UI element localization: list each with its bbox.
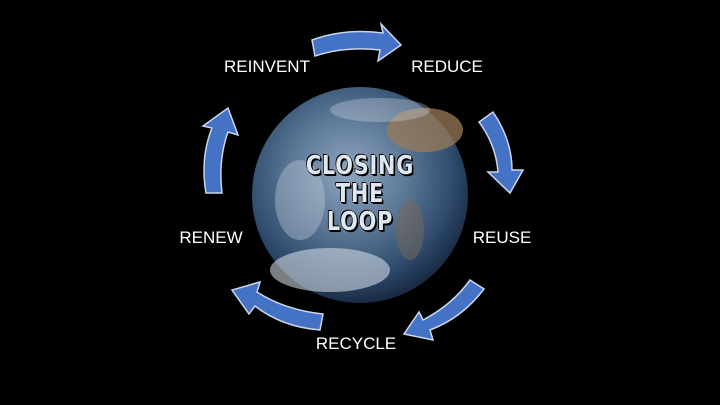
title-line: THE xyxy=(335,179,385,209)
arrow-reuse-to-recycle xyxy=(402,278,486,341)
label-reinvent: REINVENT xyxy=(224,57,310,76)
arrow-renew-to-reinvent xyxy=(201,106,240,194)
arrow-recycle-to-renew xyxy=(230,280,324,331)
closing-the-loop-title: CLOSING THE LOOP xyxy=(292,152,427,236)
title-line: LOOP xyxy=(326,207,394,237)
label-recycle: RECYCLE xyxy=(315,334,397,353)
label-renew: RENEW xyxy=(179,228,243,247)
arrow-reduce-to-reuse xyxy=(477,110,525,195)
arrow-reinvent-to-reduce xyxy=(311,21,403,63)
label-reuse: REUSE xyxy=(472,228,532,247)
label-reduce: REDUCE xyxy=(411,57,483,76)
title-line: CLOSING xyxy=(305,151,415,181)
earth-globe xyxy=(252,87,468,303)
